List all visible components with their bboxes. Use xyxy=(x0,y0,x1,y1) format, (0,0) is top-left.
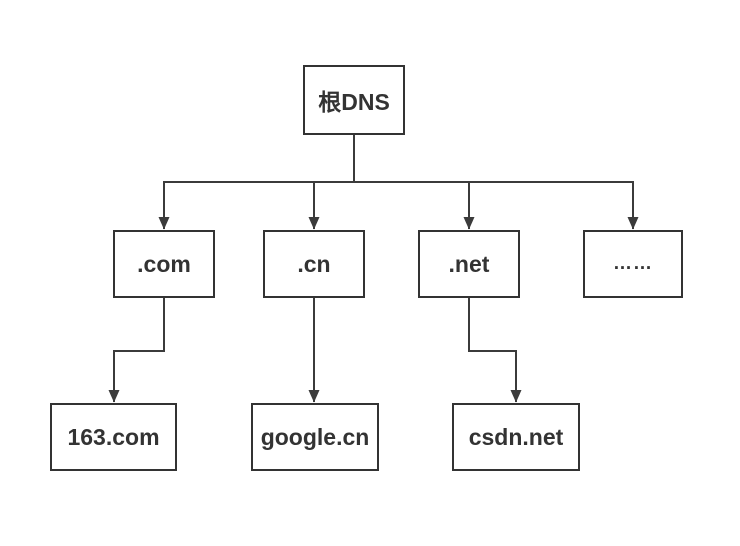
node-com-tld: .com xyxy=(113,230,215,298)
edge-com-to-163 xyxy=(108,298,165,403)
node-163-com: 163.com xyxy=(50,403,177,471)
node-more-tlds: …… xyxy=(583,230,683,298)
edge-net-to-csdn xyxy=(468,298,522,403)
node-csdn-net: csdn.net xyxy=(452,403,580,471)
node-cn-tld: .cn xyxy=(263,230,365,298)
node-root-dns: 根DNS xyxy=(303,65,405,135)
node-net-tld: .net xyxy=(418,230,520,298)
node-google-cn: google.cn xyxy=(251,403,379,471)
